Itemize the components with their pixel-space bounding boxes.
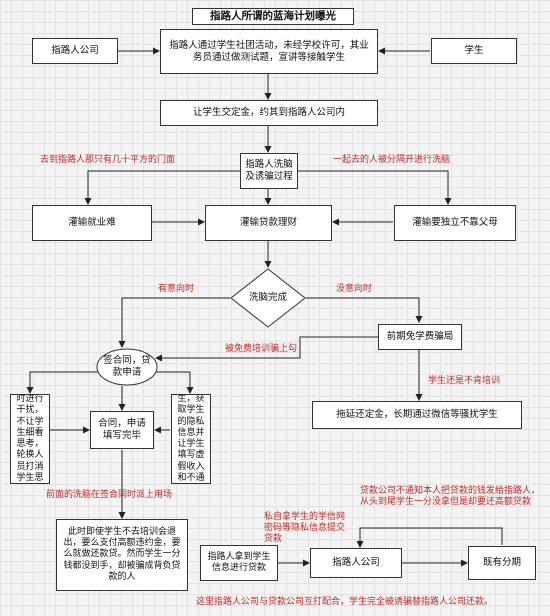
annotation-intent: 有意向时 <box>158 284 195 294</box>
annotation-small-office: 去到指路人那只有几十平方的门面 <box>40 155 176 165</box>
node-employment: 灌输就业难 <box>32 205 152 241</box>
decision-label: 洗脑完成 <box>248 292 287 304</box>
node-sign-loan: 签合同，贷款申请 <box>103 355 151 378</box>
annotation-private-data: 私自拿学生的学信网密码等隐私信息提交贷款 <box>264 512 346 544</box>
node-free-training: 前期免学费骗局 <box>378 324 462 350</box>
annotation-separated: 一起去的人被分隔开进行洗脑 <box>333 155 451 165</box>
annotation-loan-company: 贷款公司不通知本人把贷款的钱发给指路人，从头到尾学生一分没拿但是却要还高额贷款 <box>360 486 541 507</box>
decision-diamond <box>230 268 306 328</box>
annotation-earlier-brainwash: 前面的洗脑在签合同时派上用场 <box>46 490 173 500</box>
node-delay: 拖延还定金，长期通过微信等骚扰学生 <box>312 401 522 429</box>
node-installment: 既有分期 <box>468 546 536 580</box>
node-brainwash: 指路人洗脑及诱骗过程 <box>240 153 298 189</box>
node-loan-finance: 灌输贷款理财 <box>205 205 332 241</box>
node-deposit: 让学生交定金，约其到指路人公司内 <box>160 100 378 126</box>
annotation-free-training-hook: 被免费培训骗上勾 <box>225 344 298 354</box>
node-company-bottom: 指路人公司 <box>310 548 402 578</box>
sign-loan-oval <box>96 348 158 386</box>
annotation-no-intent: 没意向时 <box>336 284 373 294</box>
node-student-submit: 指路人拿到学生信息进行贷款 <box>200 545 278 581</box>
node-independence: 灌输要独立不靠父母 <box>394 205 516 241</box>
diagram-title: 指路人所谓的蓝海计划曝光 <box>192 8 354 25</box>
node-left-column: 签合同时进行干扰，不让学生细看思考，轮换人员打消学生思路 <box>10 394 50 484</box>
annotation-bottom-note: 这里指路人公司与贷款公司互打配合，学生完全被诱骗替指路人公司还款。 <box>196 597 494 607</box>
annotation-still-no: 学生还是不肯培训 <box>428 376 501 386</box>
node-student: 学生 <box>431 38 517 64</box>
node-contract-form: 合同，申请填写完毕 <box>90 411 154 449</box>
node-right-column: 欺骗学生，获取学生的隐私信息并让学生填写虚假收入和不通知父母 <box>171 394 211 484</box>
node-company: 指路人公司 <box>32 38 118 64</box>
node-intro: 指路人通过学生社团活动，未经学校许可，其业务员通过做测试题，宣讲等接触学生 <box>160 29 378 74</box>
node-refund-text: 此时即使学生不去培训会退出，要么支付高额违约金，要么就做还款贷。然而学生一分钱都… <box>56 519 188 591</box>
